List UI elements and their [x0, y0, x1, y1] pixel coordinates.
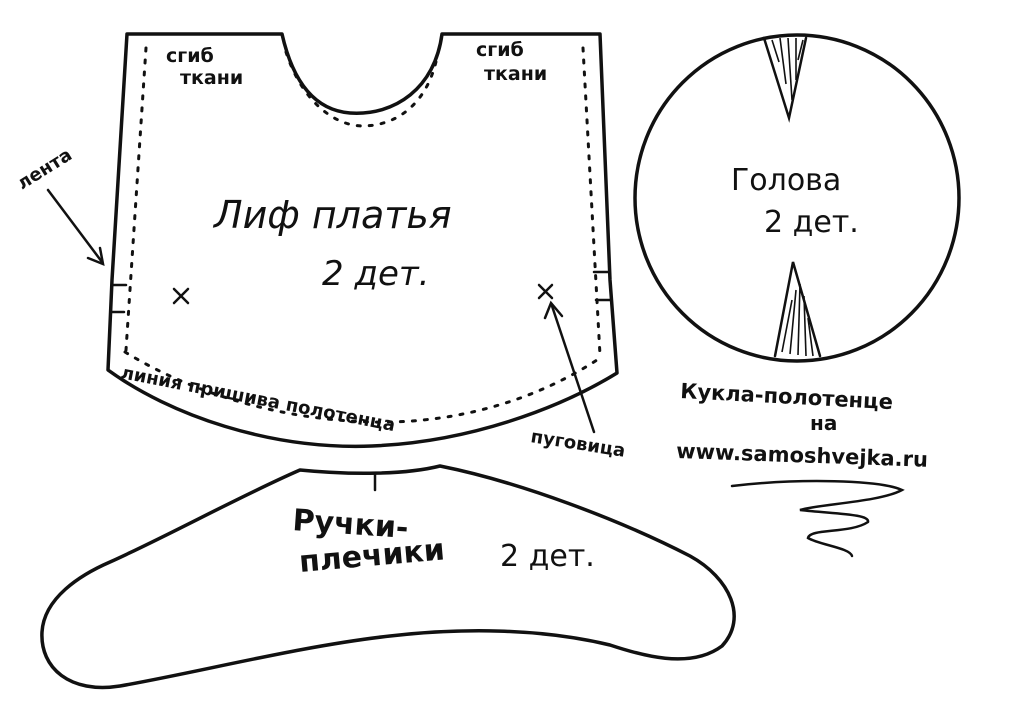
credit-block: Кукла-полотенце на www.samoshvejka.ru: [676, 379, 929, 558]
head-count: 2 дет.: [764, 205, 859, 240]
button-arrow-head: [543, 300, 564, 320]
seam-label: линия пришива полотенца: [119, 362, 397, 436]
bodice-neck-seam-line: [284, 50, 440, 128]
credit-line3: www.samoshvejka.ru: [676, 439, 929, 472]
arms-outline: [40, 464, 736, 690]
button-mark-right: [537, 283, 554, 300]
button-label: пуговица: [529, 426, 627, 462]
bodice-outline: [106, 32, 619, 449]
fold-right-label-2: ткани: [484, 63, 547, 85]
ribbon-annotation: лента: [14, 144, 105, 267]
head-bottom-dart: [773, 261, 822, 358]
bodice-left-seam-line: [124, 46, 148, 352]
head-title: Голова: [731, 163, 841, 198]
fold-right-label: сгиб: [476, 39, 524, 61]
head-piece: Голова 2 дет.: [633, 33, 961, 363]
signature-flourish: [730, 479, 905, 558]
bodice-right-seam-line: [581, 46, 602, 357]
bodice-title: Лиф платья: [212, 193, 452, 237]
credit-line2: на: [810, 411, 837, 435]
head-top-dart-hatch: [771, 37, 804, 101]
fold-left-label-2: ткани: [180, 67, 243, 89]
credit-line1: Кукла-полотенце: [680, 379, 894, 414]
bodice-piece: сгиб ткани сгиб ткани Лиф платья 2 дет. …: [106, 32, 619, 449]
head-outline: [633, 33, 961, 363]
fold-left-label: сгиб: [166, 45, 214, 67]
ribbon-arrow: [46, 188, 104, 264]
arms-count: 2 дет.: [500, 539, 595, 574]
button-arrow: [550, 304, 596, 434]
head-bottom-dart-hatch: [781, 283, 814, 357]
head-top-dart: [762, 36, 808, 123]
bodice-count: 2 дет.: [322, 254, 429, 294]
arms-piece: Ручки- плечики 2 дет.: [40, 464, 736, 690]
arms-title-line1: Ручки-: [291, 503, 409, 546]
ribbon-label: лента: [14, 144, 76, 194]
ribbon-arrow-head: [86, 246, 105, 267]
button-mark-left: [172, 287, 190, 305]
